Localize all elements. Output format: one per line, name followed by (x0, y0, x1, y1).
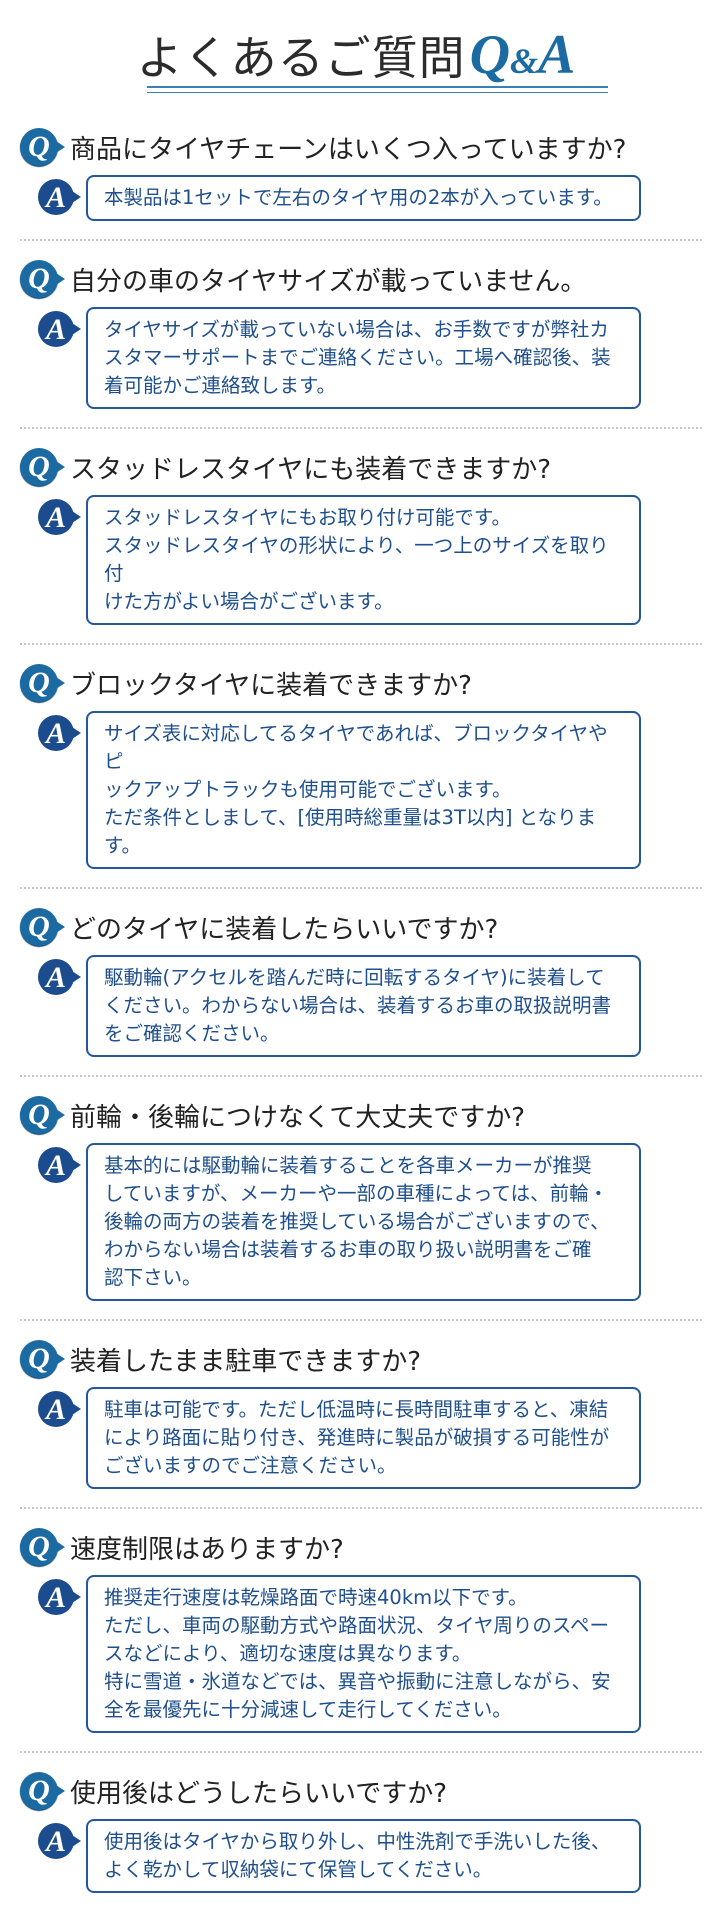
answer-line: ございますのでご注意ください。 (104, 1454, 397, 1477)
faq-item: Q 使用後はどうしたらいいですか? A 使用後はタイヤから取り外し、中性洗剤で手… (20, 1753, 702, 1910)
question-text: スタッドレスタイヤにも装着できますか? (70, 454, 552, 485)
answer-line: 特に雪道・氷道などでは、異音や振動に注意しながら、安 (104, 1670, 611, 1693)
question-row: Q 速度制限はありますか? (20, 1525, 702, 1569)
answer-box: タイヤサイズが載っていない場合は、お手数ですが弊社カスタマーサポートまでご連絡く… (86, 307, 641, 409)
answer-line: 推奨走行速度は乾燥路面で時速40km以下です。 (104, 1586, 528, 1609)
title-underline (147, 86, 608, 88)
answer-row: A 推奨走行速度は乾燥路面で時速40km以下です。ただし、車両の駆動方式や路面状… (20, 1575, 702, 1733)
answer-line: ただ条件としまして、[使用時総重量は3T以内] となりま (104, 806, 597, 829)
answer-box: 駐車は可能です。ただし低温時に長時間駐車すると、凍結により路面に貼り付き、発進時… (86, 1387, 641, 1489)
faq-item: Q 速度制限はありますか? A 推奨走行速度は乾燥路面で時速40km以下です。た… (20, 1509, 702, 1753)
question-row: Q どのタイヤに装着したらいいですか? (20, 905, 702, 949)
question-text: 速度制限はありますか? (70, 1534, 344, 1565)
question-row: Q 自分の車のタイヤサイズが載っていません。 (20, 257, 702, 301)
answer-row: A サイズ表に対応してるタイヤであれば、ブロックタイヤやピックアップトラックも使… (20, 711, 702, 869)
answer-line: タイヤサイズが載っていない場合は、お手数ですが弊社カ (104, 318, 609, 341)
q-icon: Q (20, 1528, 65, 1566)
answer-line: 全を最優先に十分減速して走行してください。 (104, 1698, 512, 1721)
q-icon: Q (20, 260, 65, 298)
question-row: Q 商品にタイヤチェーンはいくつ入っていますか? (20, 125, 702, 169)
faq-item: Q スタッドレスタイヤにも装着できますか? A スタッドレスタイヤにもお取り付け… (20, 429, 702, 645)
q-icon: Q (20, 664, 65, 702)
a-icon: A (38, 959, 81, 995)
faq-item: Q 装着したまま駐車できますか? A 駐車は可能です。ただし低温時に長時間駐車す… (20, 1321, 702, 1509)
answer-box: 基本的には駆動輪に装着することを各車メーカーが推奨していますが、メーカーや一部の… (86, 1143, 641, 1301)
answer-line: ックアップトラックも使用可能でございます。 (104, 778, 512, 801)
faq-list: Q 商品にタイヤチェーンはいくつ入っていますか? A 本製品は1セットで左右のタ… (0, 109, 712, 1910)
answer-line: 認下さい。 (104, 1266, 202, 1289)
answer-box: 使用後はタイヤから取り外し、中性洗剤で手洗いした後、よく乾かして収納袋にて保管し… (86, 1819, 641, 1893)
answer-line: 着可能かご連絡致します。 (104, 374, 337, 397)
q-icon: Q (20, 448, 65, 486)
answer-line: よく乾かして収納袋にて保管してください。 (104, 1858, 493, 1881)
q-icon: Q (20, 128, 65, 166)
faq-item: Q 商品にタイヤチェーンはいくつ入っていますか? A 本製品は1セットで左右のタ… (20, 109, 702, 241)
answer-line: 後輪の両方の装着を推奨している場合がございますので、 (104, 1210, 610, 1233)
q-icon: Q (20, 1772, 65, 1810)
title-underline-thin (147, 92, 608, 93)
question-row: Q 前輪・後輪につけなくて大丈夫ですか? (20, 1093, 702, 1137)
answer-row: A 基本的には駆動輪に装着することを各車メーカーが推奨していますが、メーカーや一… (20, 1143, 702, 1301)
answer-line: スタマーサポートまでご連絡ください。工場へ確認後、装 (104, 346, 611, 369)
q-icon: Q (20, 908, 65, 946)
answer-box: スタッドレスタイヤにもお取り付け可能です。スタッドレスタイヤの形状により、一つ上… (86, 495, 641, 625)
answer-line: 駐車は可能です。ただし低温時に長時間駐車すると、凍結 (104, 1398, 609, 1421)
a-icon: A (38, 1147, 81, 1183)
faq-item: Q ブロックタイヤに装着できますか? A サイズ表に対応してるタイヤであれば、ブ… (20, 645, 702, 889)
faq-item: Q 前輪・後輪につけなくて大丈夫ですか? A 基本的には駆動輪に装着することを各… (20, 1077, 702, 1321)
question-text: 商品にタイヤチェーンはいくつ入っていますか? (70, 134, 627, 165)
answer-line: スタッドレスタイヤにもお取り付け可能です。 (104, 506, 511, 529)
question-text: 装着したまま駐車できますか? (70, 1346, 422, 1377)
answer-row: A 駆動輪(アクセルを踏んだ時に回転するタイヤ)に装着してください。わからない場… (20, 955, 702, 1057)
answer-line: スタッドレスタイヤの形状により、一つ上のサイズを取り付 (104, 534, 609, 585)
answer-line: 使用後はタイヤから取り外し、中性洗剤で手洗いした後、 (104, 1830, 611, 1853)
answer-line: をご確認ください。 (104, 1022, 280, 1045)
answer-row: A スタッドレスタイヤにもお取り付け可能です。スタッドレスタイヤの形状により、一… (20, 495, 702, 625)
a-icon: A (38, 311, 81, 347)
title-text: よくあるご質問 (136, 31, 466, 85)
answer-line: スなどにより、適切な速度は異なります。 (104, 1642, 472, 1665)
q-icon: Q (20, 1096, 65, 1134)
answer-line: 本製品は1セットで左右のタイヤ用の2本が入っています。 (104, 186, 613, 209)
answer-row: A 本製品は1セットで左右のタイヤ用の2本が入っています。 (20, 175, 702, 221)
question-text: 使用後はどうしたらいいですか? (70, 1778, 448, 1809)
question-row: Q 使用後はどうしたらいいですか? (20, 1769, 702, 1813)
answer-box: 推奨走行速度は乾燥路面で時速40km以下です。ただし、車両の駆動方式や路面状況、… (86, 1575, 641, 1733)
question-text: どのタイヤに装着したらいいですか? (70, 914, 499, 945)
answer-line: 駆動輪(アクセルを踏んだ時に回転するタイヤ)に装着して (104, 966, 605, 989)
title-qa-logo: Q&A (469, 24, 576, 86)
answer-line: わからない場合は装着するお車の取り扱い説明書をご確 (104, 1238, 592, 1261)
a-icon: A (38, 715, 81, 751)
answer-row: A 駐車は可能です。ただし低温時に長時間駐車すると、凍結により路面に貼り付き、発… (20, 1387, 702, 1489)
answer-line: 基本的には駆動輪に装着することを各車メーカーが推奨 (104, 1154, 592, 1177)
q-icon: Q (20, 1340, 65, 1378)
answer-line: していますが、メーカーや一部の車種によっては、前輪・ (104, 1182, 609, 1205)
answer-row: A タイヤサイズが載っていない場合は、お手数ですが弊社カスタマーサポートまでご連… (20, 307, 702, 409)
answer-row: A 使用後はタイヤから取り外し、中性洗剤で手洗いした後、よく乾かして収納袋にて保… (20, 1819, 702, 1893)
page-title: よくあるご質問Q&A (0, 22, 712, 88)
a-icon: A (38, 1579, 81, 1615)
a-icon: A (38, 179, 81, 215)
faq-item: Q 自分の車のタイヤサイズが載っていません。 A タイヤサイズが載っていない場合… (20, 241, 702, 429)
answer-box: 駆動輪(アクセルを踏んだ時に回転するタイヤ)に装着してください。わからない場合は… (86, 955, 641, 1057)
answer-line: ください。わからない場合は、装着するお車の取扱説明書 (104, 994, 612, 1017)
answer-box: サイズ表に対応してるタイヤであれば、ブロックタイヤやピックアップトラックも使用可… (86, 711, 641, 869)
page-header: よくあるご質問Q&A (0, 0, 712, 109)
answer-line: けた方がよい場合がございます。 (104, 590, 394, 613)
question-text: 自分の車のタイヤサイズが載っていません。 (70, 266, 587, 297)
answer-box: 本製品は1セットで左右のタイヤ用の2本が入っています。 (86, 175, 641, 221)
answer-line: サイズ表に対応してるタイヤであれば、ブロックタイヤやピ (104, 722, 608, 773)
question-text: ブロックタイヤに装着できますか? (70, 670, 472, 701)
question-text: 前輪・後輪につけなくて大丈夫ですか? (70, 1102, 526, 1133)
question-row: Q スタッドレスタイヤにも装着できますか? (20, 445, 702, 489)
answer-line: す。 (104, 834, 142, 857)
answer-line: ただし、車両の駆動方式や路面状況、タイヤ周りのスペー (104, 1614, 610, 1637)
question-row: Q 装着したまま駐車できますか? (20, 1337, 702, 1381)
a-icon: A (38, 1391, 81, 1427)
faq-item: Q どのタイヤに装着したらいいですか? A 駆動輪(アクセルを踏んだ時に回転する… (20, 889, 702, 1077)
question-row: Q ブロックタイヤに装着できますか? (20, 661, 702, 705)
a-icon: A (38, 1823, 81, 1859)
a-icon: A (38, 499, 81, 535)
answer-line: により路面に貼り付き、発進時に製品が破損する可能性が (104, 1426, 610, 1449)
